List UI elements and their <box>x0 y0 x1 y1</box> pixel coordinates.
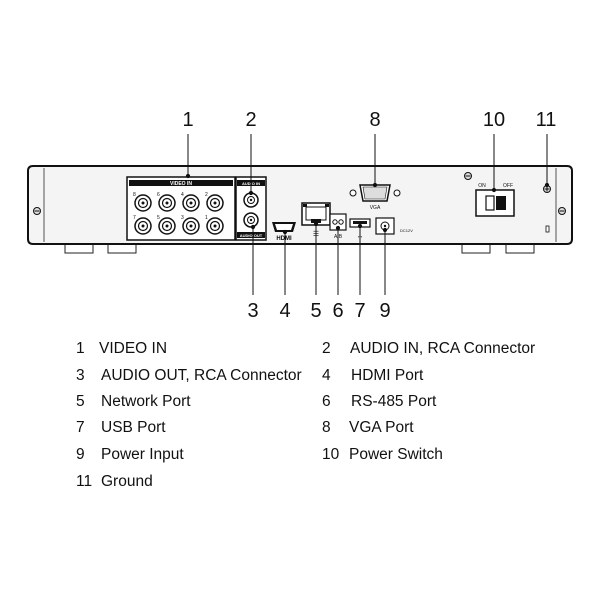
legend-item-2: 2 AUDIO IN, RCA Connector <box>322 340 535 358</box>
legend-num: 7 <box>76 419 85 436</box>
bnc-jack: 4 <box>181 192 200 212</box>
legend-label: AUDIO IN, RCA Connector <box>350 340 536 357</box>
jack-number: 3 <box>181 215 184 221</box>
callout-5: 5 <box>310 300 321 322</box>
legend-label: Power Input <box>101 446 184 463</box>
legend-num: 5 <box>76 393 85 410</box>
jack-number: 2 <box>205 192 208 198</box>
bnc-jack: 5 <box>157 215 176 235</box>
legend-label: VIDEO IN <box>99 340 168 357</box>
vga-port: VGA <box>349 184 401 211</box>
jack-number: 8 <box>133 192 136 198</box>
legend-item-7: 7 USB Port <box>76 419 166 437</box>
callout-10: 10 <box>483 109 505 131</box>
callout-3: 3 <box>247 300 258 322</box>
rs485-port: A/B <box>329 213 347 240</box>
power-input-port: DC12V <box>375 217 413 235</box>
switch-on-label: ON <box>478 183 486 189</box>
video-in-jacks: 8 6 4 2 7 5 3 1 <box>133 192 224 235</box>
hdmi-logo-text: HDMI <box>276 236 292 242</box>
legend-label: Network Port <box>101 393 191 410</box>
callout-leaders <box>185 134 550 295</box>
callout-11: 11 <box>536 109 557 131</box>
callout-9: 9 <box>379 300 390 322</box>
screw-top <box>464 172 472 180</box>
legend-label: Ground <box>101 473 153 490</box>
legend-num: 1 <box>76 340 85 357</box>
video-in-header <box>129 180 233 186</box>
legend-item-6: 6 RS-485 Port <box>322 393 436 411</box>
legend-num: 2 <box>322 340 331 357</box>
legend-label: USB Port <box>101 419 166 436</box>
bnc-jack: 6 <box>157 192 176 212</box>
legend-num: 11 <box>76 473 93 490</box>
legend-item-9: 9 Power Input <box>76 446 184 464</box>
legend-num: 6 <box>322 393 331 410</box>
dc-label: DC12V <box>400 228 413 233</box>
audio-out-panel-label: AUDIO OUT <box>240 233 263 238</box>
callout-2: 2 <box>245 109 256 131</box>
legend-label: RS-485 Port <box>351 393 437 410</box>
callout-4: 4 <box>279 300 290 322</box>
bnc-jack: 2 <box>205 192 224 212</box>
jack-number: 7 <box>133 215 136 221</box>
bnc-jack: 1 <box>205 215 224 235</box>
callout-7: 7 <box>354 300 365 322</box>
switch-off-label: OFF <box>503 183 513 189</box>
jack-number: 5 <box>157 215 160 221</box>
screw-left <box>33 207 41 215</box>
legend-item-4: 4 HDMI Port <box>322 367 423 385</box>
bnc-jack: 3 <box>181 215 200 235</box>
legend-item-3: 3 AUDIO OUT, RCA Connector <box>76 367 302 385</box>
legend-label: AUDIO OUT, RCA Connector <box>101 367 302 384</box>
legend-num: 8 <box>322 419 331 436</box>
jack-number: 4 <box>181 192 184 198</box>
video-in-panel-label: VIDEO IN <box>170 181 192 187</box>
audio-out-jack <box>243 212 259 228</box>
legend-num: 10 <box>322 446 340 463</box>
legend-num: 4 <box>322 367 331 384</box>
legend-num: 3 <box>76 367 85 384</box>
callout-1: 1 <box>182 109 193 131</box>
jack-number: 6 <box>157 192 160 198</box>
screw-right <box>558 207 566 215</box>
audio-in-jack <box>243 192 259 208</box>
vga-panel-label: VGA <box>370 205 381 211</box>
legend-item-8: 8 VGA Port <box>322 419 414 437</box>
legend-item-5: 5 Network Port <box>76 393 191 411</box>
callout-6: 6 <box>332 300 343 322</box>
legend-label: Power Switch <box>349 446 443 463</box>
jack-number: 1 <box>205 215 208 221</box>
legend-item-10: 10 Power Switch <box>322 446 443 464</box>
legend-item-1: 1 VIDEO IN <box>76 340 167 358</box>
bnc-jack: 7 <box>133 215 152 235</box>
legend-item-11: 11 Ground <box>76 473 153 491</box>
legend-num: 9 <box>76 446 85 463</box>
hdmi-port: HDMI <box>272 222 296 242</box>
power-switch: ON OFF <box>475 183 515 217</box>
bnc-jack: 8 <box>133 192 152 212</box>
legend-label: HDMI Port <box>351 367 424 384</box>
legend-label: VGA Port <box>349 419 414 436</box>
callout-8: 8 <box>369 109 380 131</box>
